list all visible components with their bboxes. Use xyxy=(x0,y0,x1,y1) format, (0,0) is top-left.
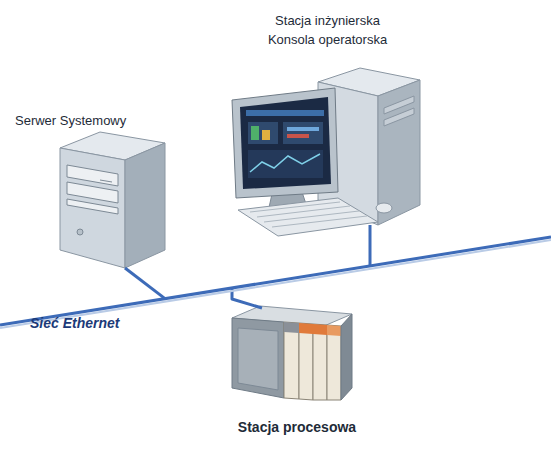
device-label: Serwer Systemowy xyxy=(15,112,172,129)
monitor xyxy=(232,88,338,212)
process-station-node: Stacja procesowa xyxy=(222,308,372,436)
label-block: Serwer Systemowy xyxy=(15,112,172,129)
device-label: Stacja inżynierska xyxy=(230,11,425,30)
server-tower xyxy=(60,132,165,268)
plc-rack xyxy=(232,306,352,400)
network-connector xyxy=(232,288,262,308)
network-connector xyxy=(125,268,165,299)
label-block: Stacja inżynierskaKonsola operatorska xyxy=(230,11,425,49)
device-label: Stacja procesowa xyxy=(222,418,372,436)
device-label: Konsola operatorska xyxy=(230,30,425,49)
network-connector xyxy=(369,225,372,266)
label-block: Sieć Ethernet xyxy=(30,314,170,332)
workstation-node: Stacja inżynierskaKonsola operatorska xyxy=(230,10,425,225)
ethernet-bus: Sieć Ethernet xyxy=(0,220,551,335)
label-block: Stacja procesowa xyxy=(222,418,372,436)
server-node: Serwer Systemowy xyxy=(12,110,172,268)
bus-line xyxy=(0,237,551,325)
network-label: Sieć Ethernet xyxy=(30,314,170,332)
bus-shadow xyxy=(0,240,551,328)
